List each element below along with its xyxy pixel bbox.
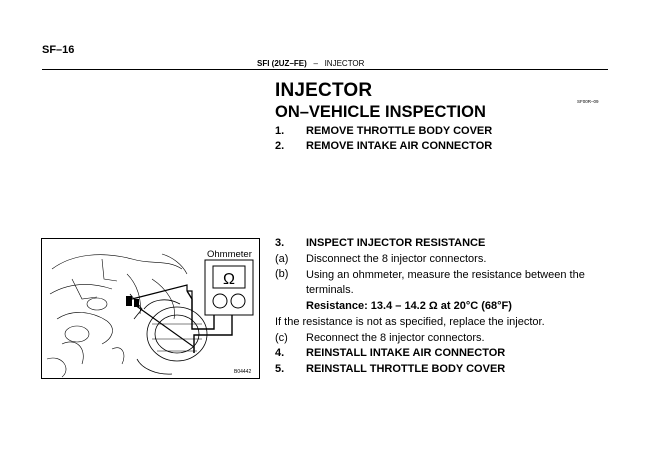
ohmmeter-terminal-left: [212, 293, 228, 309]
reference-code: SF00R–09: [577, 99, 599, 104]
step-3a-number: (a): [275, 253, 289, 265]
page-subtitle: ON–VEHICLE INSPECTION: [275, 103, 486, 121]
resistance-spec: Resistance: 13.4 – 14.2 Ω at 20°C (68°F): [306, 300, 512, 312]
step-5-number: 5.: [275, 363, 285, 375]
running-header: SFI (2UZ–FE) – INJECTOR: [257, 59, 364, 68]
step-3c-number: (c): [275, 332, 288, 344]
ohmmeter-display: [212, 265, 246, 289]
step-3-text: INSPECT INJECTOR RESISTANCE: [306, 237, 486, 249]
step-4-text: REINSTALL INTAKE AIR CONNECTOR: [306, 347, 506, 359]
step-5: 5. REINSTALL THROTTLE BODY COVER: [275, 363, 505, 375]
step-3c-text: Reconnect the 8 injector connectors.: [306, 332, 485, 344]
header-topic: INJECTOR: [324, 59, 365, 68]
step-3a: (a) Disconnect the 8 injector connectors.: [275, 253, 486, 265]
ohmmeter-label: Ohmmeter: [207, 249, 252, 260]
header-rule: [42, 69, 608, 70]
ohmmeter-terminal-right: [230, 293, 246, 309]
step-1-text: REMOVE THROTTLE BODY COVER: [306, 125, 493, 137]
page-title: INJECTOR: [275, 80, 373, 101]
page-number: SF–16: [42, 44, 75, 56]
step-3a-text: Disconnect the 8 injector connectors.: [306, 253, 487, 265]
replace-note: If the resistance is not as specified, r…: [275, 316, 545, 328]
step-2: 2. REMOVE INTAKE AIR CONNECTOR: [275, 140, 492, 152]
step-3b-number: (b): [275, 268, 289, 280]
ohmmeter-figure: Ω Ohmmeter B04442: [41, 238, 260, 379]
step-4-number: 4.: [275, 347, 285, 359]
step-1-number: 1.: [275, 125, 285, 137]
step-1: 1. REMOVE THROTTLE BODY COVER: [275, 125, 492, 137]
step-3b-text: Using an ohmmeter, measure the resistanc…: [306, 269, 585, 296]
step-3: 3. INSPECT INJECTOR RESISTANCE: [275, 237, 485, 249]
step-3c: (c) Reconnect the 8 injector connectors.: [275, 332, 485, 344]
figure-code: B04442: [234, 369, 252, 375]
step-2-text: REMOVE INTAKE AIR CONNECTOR: [306, 140, 493, 152]
step-3b: (b) Using an ohmmeter, measure the resist…: [275, 268, 606, 298]
step-3-number: 3.: [275, 237, 285, 249]
header-section: SFI (2UZ–FE): [257, 59, 307, 68]
step-5-text: REINSTALL THROTTLE BODY COVER: [306, 363, 506, 375]
step-4: 4. REINSTALL INTAKE AIR CONNECTOR: [275, 347, 505, 359]
engine-illustration: Ω: [46, 253, 254, 378]
header-dash: –: [313, 59, 318, 68]
ohmmeter-symbol: Ω: [223, 271, 235, 288]
step-2-number: 2.: [275, 140, 285, 152]
